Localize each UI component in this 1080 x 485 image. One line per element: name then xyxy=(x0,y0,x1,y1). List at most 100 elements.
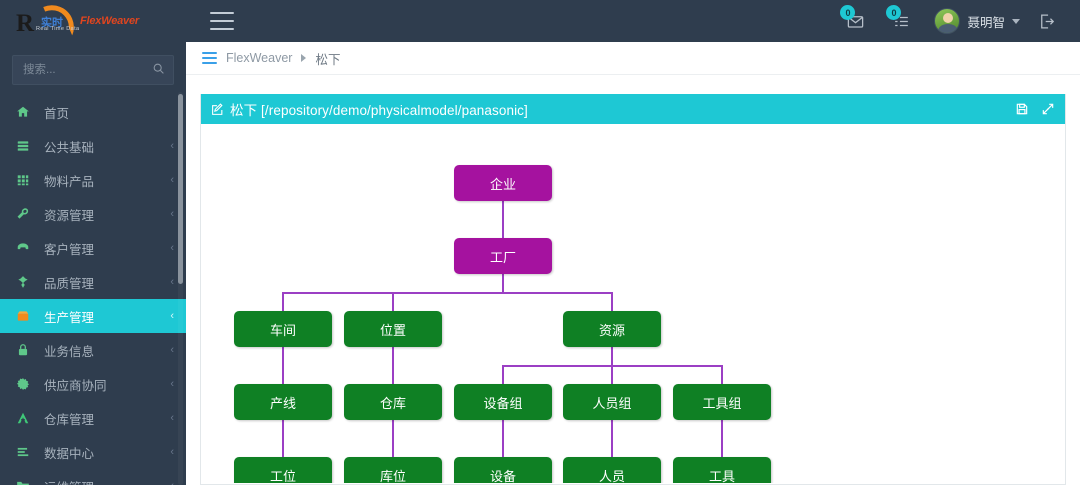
search-icon[interactable] xyxy=(152,62,165,80)
sidebar-search xyxy=(0,42,186,95)
layers-icon xyxy=(16,139,38,153)
node-staff[interactable]: 人员 xyxy=(563,457,661,483)
node-warehouse[interactable]: 仓库 xyxy=(344,384,442,420)
breadcrumb-root[interactable]: FlexWeaver xyxy=(226,51,293,65)
edge-factory-resource xyxy=(611,292,613,311)
sidebar-item-label: 物料产品 xyxy=(44,174,95,189)
task-list-icon[interactable]: 0 xyxy=(878,0,924,42)
chevron-down-icon[interactable] xyxy=(1012,18,1020,24)
sidebar-item-resource-mgmt[interactable]: 资源管理 ‹ xyxy=(0,197,186,231)
edge-factory-workshop xyxy=(282,292,284,311)
node-label: 人员 xyxy=(598,468,625,484)
chevron-left-icon: ‹ xyxy=(170,173,174,186)
sidebar-item-label: 生产管理 xyxy=(44,310,95,325)
sidebar-item-production-mgmt[interactable]: 生产管理 ‹ xyxy=(0,299,186,333)
node-factory[interactable]: 工厂 xyxy=(454,238,552,274)
chevron-left-icon: ‹ xyxy=(170,445,174,458)
logo-product-name: FlexWeaver xyxy=(80,15,139,27)
node-label: 人员组 xyxy=(592,395,632,411)
expand-icon[interactable] xyxy=(1041,102,1055,116)
mail-badge: 0 xyxy=(840,5,856,20)
sidebar-item-label: 首页 xyxy=(44,106,70,121)
folder-icon xyxy=(16,479,38,485)
grid-icon xyxy=(16,173,38,187)
chevron-left-icon: ‹ xyxy=(170,139,174,152)
sidebar-item-label: 品质管理 xyxy=(44,276,95,291)
brand-logo[interactable]: R 实时 Real Time Data FlexWeaver xyxy=(0,0,186,42)
node-label: 库位 xyxy=(379,468,406,484)
node-tool[interactable]: 工具 xyxy=(673,457,771,483)
factory-icon xyxy=(16,309,38,323)
model-panel: 松下 [/repository/demo/physicalmodel/panas… xyxy=(200,94,1066,485)
edge-resource-stem xyxy=(611,347,613,366)
caret-right-icon xyxy=(301,54,307,62)
node-location[interactable]: 位置 xyxy=(344,311,442,347)
chevron-left-icon: ‹ xyxy=(170,241,174,254)
user-name: 聂明智 xyxy=(967,15,1005,30)
top-bar: R 实时 Real Time Data FlexWeaver 0 xyxy=(0,0,1080,42)
node-tool-group[interactable]: 工具组 xyxy=(673,384,771,420)
node-line[interactable]: 产线 xyxy=(234,384,332,420)
node-bin[interactable]: 库位 xyxy=(344,457,442,483)
edge-factory-location xyxy=(392,292,394,311)
sidebar-item-label: 客户管理 xyxy=(44,242,95,257)
edit-icon[interactable] xyxy=(211,102,224,116)
sidebar-item-data-center[interactable]: 数据中心 ‹ xyxy=(0,435,186,469)
edge-resource-toolgrp xyxy=(721,365,723,384)
node-resource[interactable]: 资源 xyxy=(563,311,661,347)
logo-blue-text: 实时 xyxy=(41,17,63,29)
sidebar-item-ops-mgmt[interactable]: 运维管理 ‹ xyxy=(0,469,186,485)
node-label: 工位 xyxy=(269,468,296,484)
sidebar-item-label: 供应商协同 xyxy=(44,378,107,393)
sidebar-item-supplier-collab[interactable]: 供应商协同 ‹ xyxy=(0,367,186,401)
node-label: 设备 xyxy=(489,468,516,484)
node-label: 工厂 xyxy=(489,249,516,265)
save-icon[interactable] xyxy=(1015,102,1029,116)
physical-model-diagram[interactable]: 企业 工厂 车间 位置 资源 产线 仓库 设备组 人员组 工具组 工位 库位 设… xyxy=(201,124,1065,483)
edge-factory-bus xyxy=(282,292,612,294)
node-equipment-group[interactable]: 设备组 xyxy=(454,384,552,420)
edge-warehouse-bin xyxy=(392,420,394,457)
logout-icon[interactable] xyxy=(1026,0,1066,42)
edge-factory-stem xyxy=(502,274,504,293)
chevron-left-icon: ‹ xyxy=(170,309,174,322)
logo-subtitle: Real Time Data xyxy=(36,26,80,32)
search-input[interactable] xyxy=(13,56,173,84)
sidebar-scrollbar-thumb[interactable] xyxy=(178,94,183,284)
diamond-icon xyxy=(16,275,38,289)
hamburger-icon[interactable] xyxy=(210,12,234,30)
edge-location-warehouse xyxy=(392,347,394,384)
panel-actions xyxy=(1015,102,1055,116)
bars-icon xyxy=(16,445,38,459)
user-menu[interactable]: 聂明智 xyxy=(924,8,1026,34)
breadcrumb-current: 松下 xyxy=(315,52,341,67)
sidebar-item-home[interactable]: 首页 xyxy=(0,95,186,129)
node-staff-group[interactable]: 人员组 xyxy=(563,384,661,420)
gear-icon xyxy=(16,377,38,391)
sidebar-item-quality-mgmt[interactable]: 品质管理 ‹ xyxy=(0,265,186,299)
sidebar-item-customer-mgmt[interactable]: 客户管理 ‹ xyxy=(0,231,186,265)
node-station[interactable]: 工位 xyxy=(234,457,332,483)
node-label: 产线 xyxy=(269,395,296,411)
node-label: 仓库 xyxy=(379,395,406,411)
edge-staffgrp-staff xyxy=(611,420,613,457)
sidebar-item-business-info[interactable]: 业务信息 ‹ xyxy=(0,333,186,367)
sidebar-item-warehouse-mgmt[interactable]: 仓库管理 ‹ xyxy=(0,401,186,435)
chevron-left-icon: ‹ xyxy=(170,343,174,356)
node-enterprise[interactable]: 企业 xyxy=(454,165,552,201)
sidebar-toggle-icon[interactable] xyxy=(202,52,217,64)
node-workshop[interactable]: 车间 xyxy=(234,311,332,347)
sidebar-scrollbar-track[interactable] xyxy=(178,92,183,485)
mail-icon[interactable]: 0 xyxy=(832,0,878,42)
content-area: FlexWeaver 松下 松下 [/repository/demo/physi… xyxy=(186,42,1080,485)
chevron-left-icon: ‹ xyxy=(170,480,174,485)
chevron-left-icon: ‹ xyxy=(170,377,174,390)
sidebar-item-public-base[interactable]: 公共基础 ‹ xyxy=(0,129,186,163)
sidebar-item-label: 资源管理 xyxy=(44,208,95,223)
sidebar-item-material-product[interactable]: 物料产品 ‹ xyxy=(0,163,186,197)
sidebar-item-label: 公共基础 xyxy=(44,140,95,155)
node-label: 资源 xyxy=(598,322,625,338)
node-equipment[interactable]: 设备 xyxy=(454,457,552,483)
edge-toolgrp-tool xyxy=(721,420,723,457)
